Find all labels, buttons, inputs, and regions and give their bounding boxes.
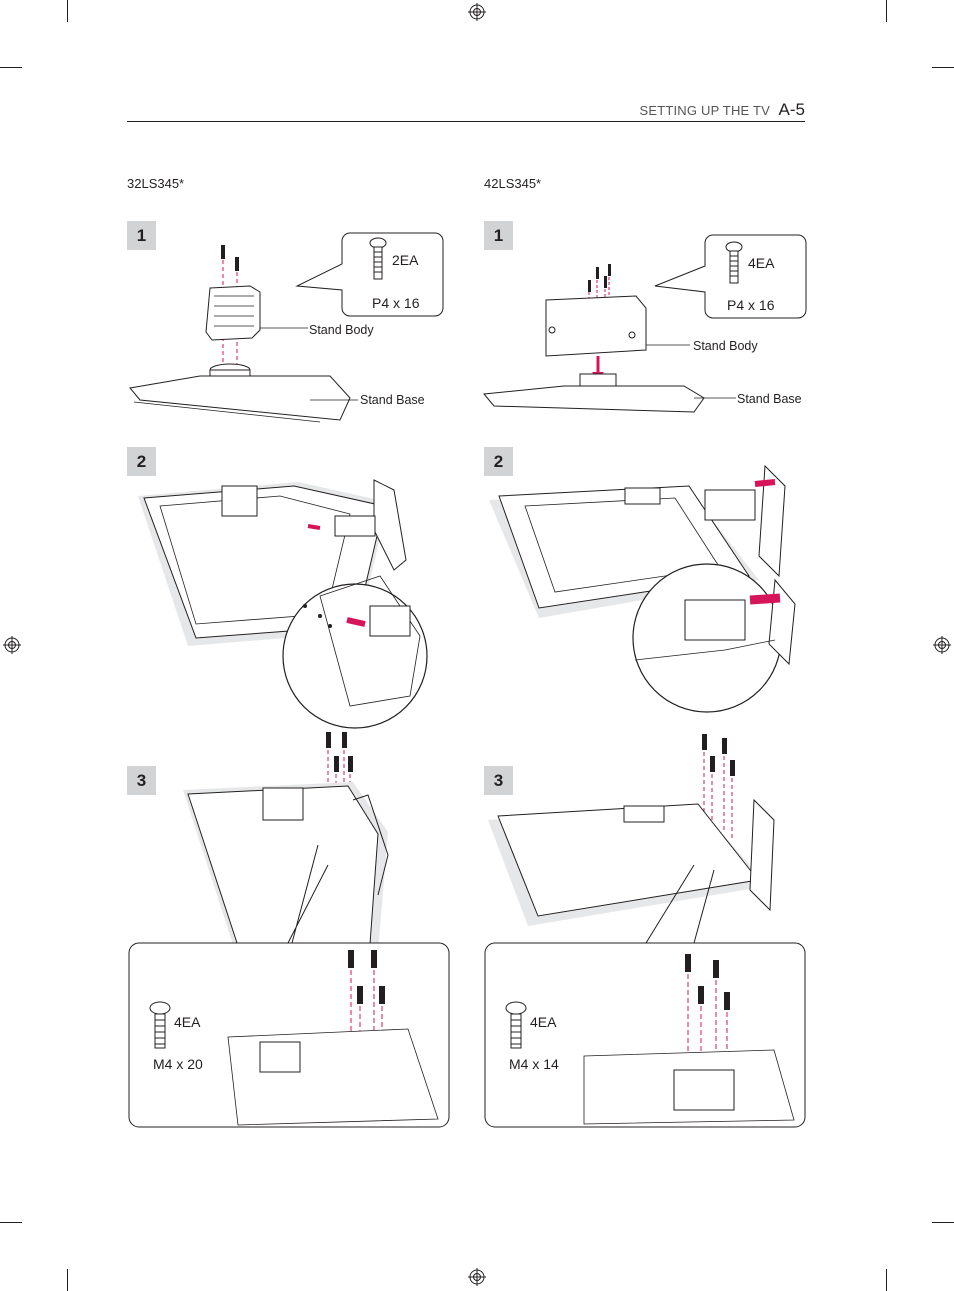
screw-icon [725, 241, 743, 284]
crop-mark [0, 1222, 22, 1223]
screw-icon [369, 237, 387, 280]
screw-spec: P4 x 16 [372, 295, 420, 311]
step-number: 1 [127, 221, 156, 250]
model-label-left: 32LS345* [127, 176, 185, 191]
stand-base-label: Stand Base [360, 393, 425, 407]
crop-mark [67, 1269, 68, 1291]
step-number: 3 [484, 766, 513, 795]
stand-assembly-illustration [483, 234, 807, 413]
tv-screw-illustration [128, 732, 450, 1128]
crop-mark [0, 67, 22, 68]
section-title: SETTING UP THE TV [639, 103, 770, 118]
tv-stand-attach-illustration [489, 464, 796, 713]
registration-mark-icon [468, 1268, 486, 1286]
stand-body-label: Stand Body [693, 339, 758, 353]
screw-spec: M4 x 20 [153, 1056, 203, 1072]
stand-body-label: Stand Body [309, 323, 374, 337]
screw-quantity: 2EA [392, 252, 419, 268]
registration-mark-icon [3, 636, 21, 654]
crop-mark [886, 1269, 887, 1291]
step-number: 3 [127, 766, 156, 795]
screw-icon [149, 1001, 171, 1049]
crop-mark [932, 1222, 954, 1223]
header-divider [127, 121, 805, 122]
crop-mark [932, 67, 954, 68]
screw-icon [505, 1001, 527, 1049]
stand-assembly-illustration [129, 232, 444, 423]
tv-stand-attach-illustration [138, 479, 428, 729]
screw-quantity: 4EA [530, 1014, 557, 1030]
page-number: A-5 [778, 100, 805, 119]
crop-mark [886, 0, 887, 22]
screw-quantity: 4EA [748, 255, 775, 271]
tv-screw-illustration [484, 734, 806, 1128]
crop-mark [67, 0, 68, 22]
model-label-right: 42LS345* [484, 176, 542, 191]
step-number: 2 [127, 447, 156, 476]
registration-mark-icon [933, 636, 951, 654]
step-number: 2 [484, 447, 513, 476]
stand-base-label: Stand Base [737, 392, 802, 406]
screw-quantity: 4EA [174, 1014, 201, 1030]
screw-spec: M4 x 14 [509, 1056, 559, 1072]
screw-spec: P4 x 16 [727, 297, 775, 313]
registration-mark-icon [468, 3, 486, 21]
step-number: 1 [484, 221, 513, 250]
